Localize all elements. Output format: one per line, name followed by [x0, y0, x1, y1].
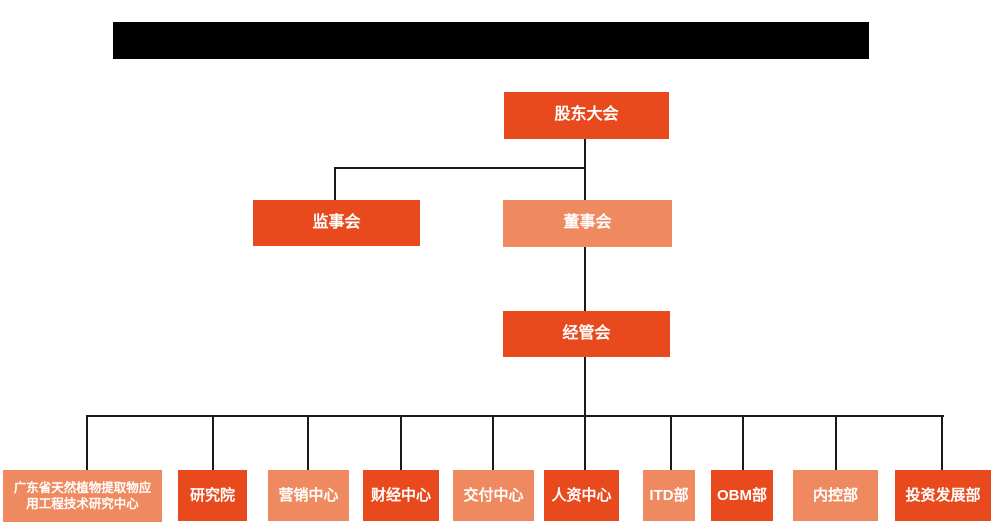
- org-node-board-of-directors: 董事会: [503, 200, 672, 247]
- org-node-dept-research-center: 广东省天然植物提取物应 用工程技术研究中心: [3, 470, 162, 522]
- connector-board-to-management: [584, 247, 586, 311]
- connector-to-dept-investment: [941, 415, 943, 470]
- connector-management-stem: [584, 357, 586, 470]
- org-node-shareholders-meeting: 股东大会: [504, 92, 669, 139]
- dept-label-line: 用工程技术研究中心: [26, 497, 139, 511]
- connector-root-stem: [584, 139, 586, 168]
- connector-departments-horizontal: [86, 415, 944, 417]
- org-node-dept-finance-center: 财经中心: [363, 470, 439, 521]
- org-node-dept-itd: ITD部: [643, 470, 695, 521]
- connector-to-board-of-directors: [584, 167, 586, 200]
- org-node-dept-marketing-center: 营销中心: [268, 470, 349, 521]
- org-node-dept-internal-control: 内控部: [793, 470, 878, 521]
- connector-to-dept-internal-control: [835, 415, 837, 470]
- connector-to-supervisory-board: [334, 167, 336, 200]
- connector-to-dept-itd: [670, 415, 672, 470]
- connector-to-dept-obm: [742, 415, 744, 470]
- org-node-dept-investment-development: 投资发展部: [895, 470, 991, 521]
- org-node-dept-obm: OBM部: [711, 470, 773, 521]
- connector-to-dept-delivery: [492, 415, 494, 470]
- org-node-dept-delivery-center: 交付中心: [453, 470, 534, 521]
- connector-to-dept-marketing: [307, 415, 309, 470]
- org-node-dept-hr-center: 人资中心: [544, 470, 619, 521]
- connector-to-dept-research-center: [86, 415, 88, 470]
- connector-to-dept-finance: [400, 415, 402, 470]
- connector-level2-horizontal: [334, 167, 586, 169]
- org-node-supervisory-board: 监事会: [253, 200, 420, 246]
- connector-to-dept-research-institute: [212, 415, 214, 470]
- redacted-title-bar: [113, 22, 869, 59]
- dept-label-line: 广东省天然植物提取物应: [13, 480, 152, 495]
- org-node-dept-research-institute: 研究院: [178, 470, 247, 521]
- org-node-management-committee: 经管会: [503, 311, 670, 357]
